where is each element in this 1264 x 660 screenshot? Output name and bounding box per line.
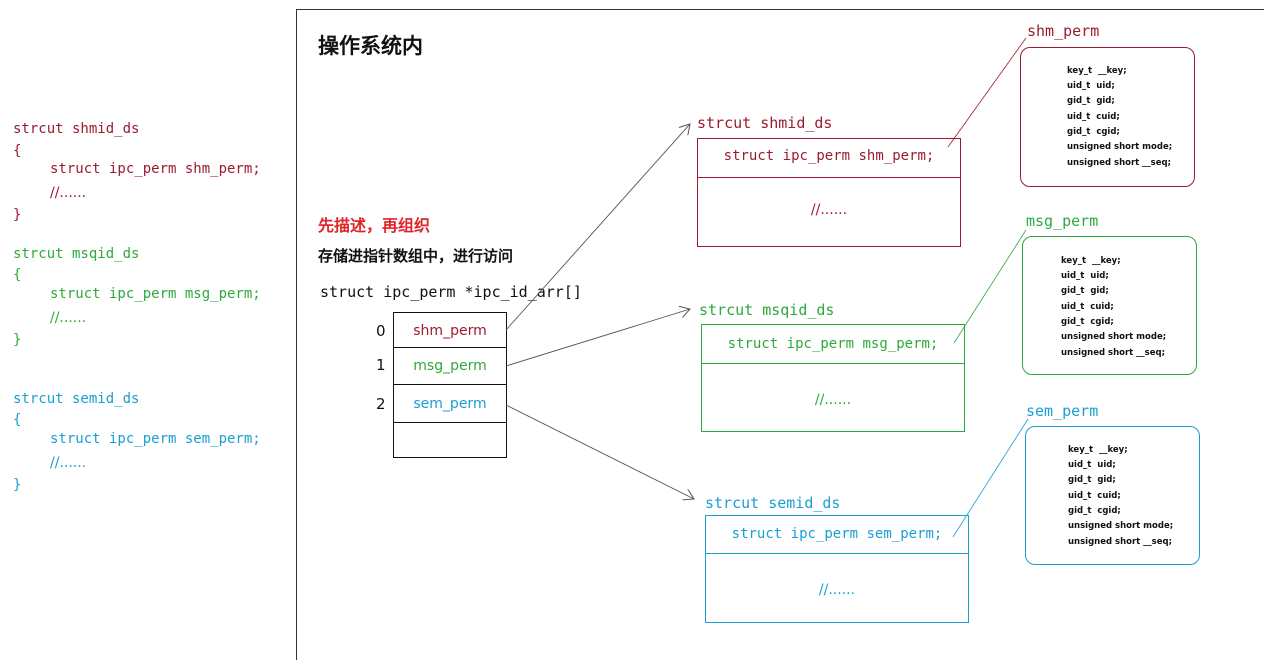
code-open-brace: { <box>13 267 22 283</box>
array-declaration: struct ipc_perm *ipc_id_arr[] <box>320 283 582 301</box>
kernel-title: 操作系统内 <box>318 34 423 58</box>
perm-field: unsigned short __seq; <box>1068 537 1172 547</box>
link-msg-perm-card <box>953 229 1027 344</box>
perm-field: uid_t cuid; <box>1068 491 1121 501</box>
array-cell-empty <box>393 422 507 458</box>
code-open-brace: { <box>13 412 22 428</box>
code-comment: //...... <box>50 455 87 471</box>
perm-field: gid_t gid; <box>1067 96 1115 106</box>
perm-field: gid_t cgid; <box>1067 127 1120 137</box>
struct-name-msqid: strcut msqid_ds <box>699 301 835 319</box>
code-close-brace: } <box>13 332 22 348</box>
note-store-pointer-array: 存储进指针数组中，进行访问 <box>318 247 514 265</box>
perm-field: gid_t gid; <box>1061 286 1109 296</box>
code-open-brace: { <box>13 143 22 159</box>
perm-card-msg: key_t __key; uid_t uid; gid_t gid; uid_t… <box>1022 236 1197 375</box>
struct-comment: //...... <box>814 392 852 408</box>
perm-field: key_t __key; <box>1067 66 1127 76</box>
perm-card-sem: key_t __key; uid_t uid; gid_t gid; uid_t… <box>1025 426 1200 565</box>
perm-field: gid_t gid; <box>1068 475 1116 485</box>
perm-label-msg: msg_perm <box>1026 212 1099 230</box>
code-member-msg-perm: struct ipc_perm msg_perm; <box>50 286 261 302</box>
arrow-msg-to-msqid <box>505 309 690 367</box>
perm-field: key_t __key; <box>1061 256 1121 266</box>
array-index-0: 0 <box>376 322 386 340</box>
code-comment: //...... <box>50 185 87 201</box>
link-shm-perm-card <box>947 37 1027 148</box>
struct-name-semid: strcut semid_ds <box>705 494 841 512</box>
kernel-frame <box>296 9 1264 660</box>
struct-box-shmid: struct ipc_perm shm_perm; //...... <box>697 138 961 247</box>
struct-comment: //...... <box>810 202 848 218</box>
array-index-2: 2 <box>376 395 386 413</box>
struct-box-semid: struct ipc_perm sem_perm; //...... <box>705 515 969 623</box>
perm-field: gid_t cgid; <box>1068 506 1121 516</box>
struct-member-shm-perm: struct ipc_perm shm_perm; <box>698 139 960 178</box>
code-close-brace: } <box>13 477 22 493</box>
perm-field: uid_t uid; <box>1061 271 1109 281</box>
perm-field: unsigned short __seq; <box>1061 348 1165 358</box>
code-line-struct-msqid: strcut msqid_ds <box>13 246 140 262</box>
perm-field: uid_t cuid; <box>1067 112 1120 122</box>
code-line-struct-semid: strcut semid_ds <box>13 391 140 407</box>
perm-field: uid_t uid; <box>1067 81 1115 91</box>
perm-field: unsigned short mode; <box>1068 521 1174 531</box>
code-close-brace: } <box>13 207 22 223</box>
perm-field: uid_t uid; <box>1068 460 1116 470</box>
struct-box-msqid: struct ipc_perm msg_perm; //...... <box>701 324 965 432</box>
array-index-1: 1 <box>376 356 386 374</box>
code-comment: //...... <box>50 310 87 326</box>
struct-member-msg-perm: struct ipc_perm msg_perm; <box>702 325 964 364</box>
code-member-sem-perm: struct ipc_perm sem_perm; <box>50 431 261 447</box>
arrow-sem-to-semid <box>505 404 694 499</box>
perm-label-shm: shm_perm <box>1027 22 1100 40</box>
perm-field: key_t __key; <box>1068 445 1128 455</box>
struct-comment: //...... <box>818 582 856 598</box>
code-line-struct-shmid: strcut shmid_ds <box>13 121 140 137</box>
code-member-shm-perm: struct ipc_perm shm_perm; <box>50 161 261 177</box>
arrow-shm-to-shmid <box>505 124 690 331</box>
perm-field: unsigned short mode; <box>1061 332 1167 342</box>
perm-card-shm: key_t __key; uid_t uid; gid_t gid; uid_t… <box>1020 47 1195 187</box>
perm-field: gid_t cgid; <box>1061 317 1114 327</box>
perm-field: unsigned short mode; <box>1067 142 1173 152</box>
link-sem-perm-card <box>952 418 1029 538</box>
perm-field: uid_t cuid; <box>1061 302 1114 312</box>
perm-label-sem: sem_perm <box>1026 402 1099 420</box>
note-describe-organize: 先描述，再组织 <box>318 216 431 235</box>
struct-member-sem-perm: struct ipc_perm sem_perm; <box>706 516 968 554</box>
struct-name-shmid: strcut shmid_ds <box>697 114 833 132</box>
perm-field: unsigned short __seq; <box>1067 158 1171 168</box>
